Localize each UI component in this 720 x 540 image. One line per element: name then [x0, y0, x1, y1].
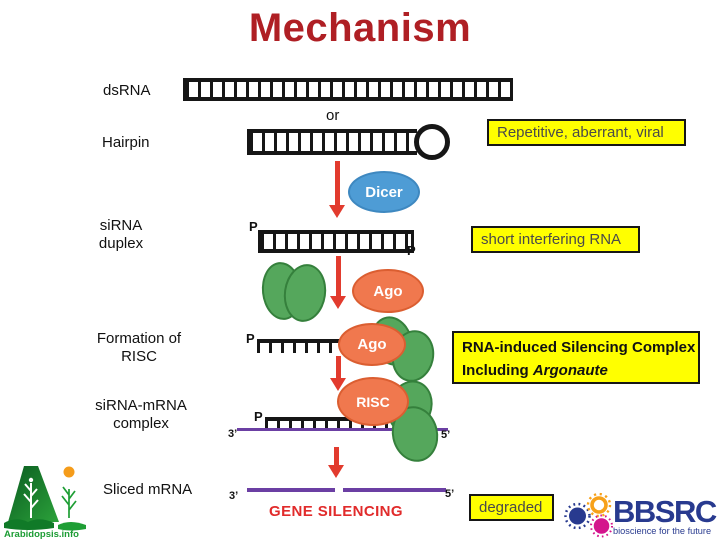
sun-icon: [63, 466, 75, 478]
bbsrc-navy-spiky-icon: [564, 502, 591, 530]
down-arrow-2: [330, 256, 346, 309]
down-arrow-4: [328, 447, 344, 478]
bbsrc-tagline: bioscience for the future: [613, 526, 711, 536]
three-prime-label-2: 3’: [229, 490, 239, 502]
label-sirna-duplex-line1: siRNA: [99, 217, 143, 234]
sliced-mrna-segment-right: [343, 488, 446, 492]
label-sliced-mrna: Sliced mRNA: [103, 481, 193, 498]
bbsrc-logo-text: BBSRC: [613, 494, 717, 529]
three-prime-label-1: 3’: [228, 428, 238, 440]
page-title: Mechanism: [248, 6, 472, 50]
callout-risc-line2-argonaute: Argonaute: [532, 361, 608, 379]
label-formation-line1: Formation of: [96, 330, 182, 347]
white-plant-bud-icon: [28, 477, 34, 483]
arrow-head-icon: [330, 296, 346, 309]
sliced-mrna-segment-left: [247, 488, 335, 492]
arrow-head-icon: [328, 465, 344, 478]
gene-silencing-caption: GENE SILENCING: [269, 503, 403, 520]
sirna-strand-comb-1: [257, 339, 377, 353]
label-dsrna: dsRNA: [103, 82, 151, 99]
label-sirna-mrna-complex: siRNA-mRNA complex: [92, 397, 190, 432]
callout-risc-line1: RNA-induced Silencing Complex: [462, 339, 696, 356]
bbsrc-magenta-circle-icon: [593, 518, 610, 534]
sirna-strand-comb-2: [265, 417, 390, 431]
phosphate-label-3: P: [246, 331, 255, 346]
bbsrc-magenta-spiky-icon: [590, 514, 613, 538]
ago-enzyme-1: Ago: [352, 269, 424, 313]
callout-repetitive: Repetitive, aberrant, viral: [487, 119, 686, 146]
dicer-enzyme: Dicer: [348, 171, 420, 213]
down-arrow-1: [329, 161, 345, 218]
label-hairpin: Hairpin: [102, 134, 150, 151]
arrow-shaft: [335, 356, 341, 378]
callout-short-interfering: short interfering RNA: [471, 226, 640, 253]
or-label: or: [326, 107, 340, 124]
bbsrc-navy-circle-icon: [569, 507, 586, 525]
arabidopsis-logo: Arabidopsis.info: [4, 466, 86, 539]
callout-degraded: degraded: [469, 494, 554, 521]
label-complex-line2: complex: [113, 414, 169, 432]
arabidopsis-logo-text: Arabidopsis.info: [4, 529, 79, 539]
five-prime-label-2: 5’: [445, 488, 455, 500]
callout-risc-complex: RNA-induced Silencing Complex Including …: [452, 331, 700, 384]
label-complex-line1: siRNA-mRNA: [95, 397, 187, 414]
five-prime-label-1: 5’: [441, 429, 451, 441]
label-sirna-duplex-line2: duplex: [98, 234, 144, 252]
mrna-strand-line: [237, 428, 448, 431]
label-sirna-duplex: siRNA duplex: [85, 217, 157, 252]
grass-icon: [58, 522, 86, 531]
grass-icon: [4, 519, 54, 530]
label-formation-risc: Formation of RISC: [92, 330, 186, 365]
hairpin-loop: [414, 124, 450, 160]
hairpin-ladder-diagram: [247, 129, 417, 155]
green-plant-icon: [61, 486, 77, 518]
ago-enzyme-2: Ago: [338, 323, 406, 366]
sirna-duplex-ladder-diagram: [258, 230, 414, 253]
label-formation-line2: RISC: [121, 347, 157, 365]
phosphate-label-1: P: [249, 219, 258, 234]
bbsrc-gear-icon: [590, 496, 608, 514]
dsrna-ladder-diagram: [183, 78, 513, 101]
risc-enzyme: RISC: [337, 377, 409, 426]
arrow-head-icon: [329, 205, 345, 218]
arrow-shaft: [335, 256, 341, 296]
white-plant-icon: [23, 483, 39, 518]
callout-risc-line2-prefix: Including: [462, 361, 533, 379]
phosphate-label-2: P: [407, 243, 416, 258]
phosphate-label-4: P: [254, 409, 263, 424]
callout-risc-line2: Including Argonaute: [462, 360, 690, 383]
bbsrc-gear-ring-icon: [586, 492, 612, 518]
bbsrc-logo: BBSRC bioscience for the future: [564, 492, 718, 538]
arrow-shaft: [334, 161, 340, 205]
arrow-shaft: [333, 447, 339, 465]
